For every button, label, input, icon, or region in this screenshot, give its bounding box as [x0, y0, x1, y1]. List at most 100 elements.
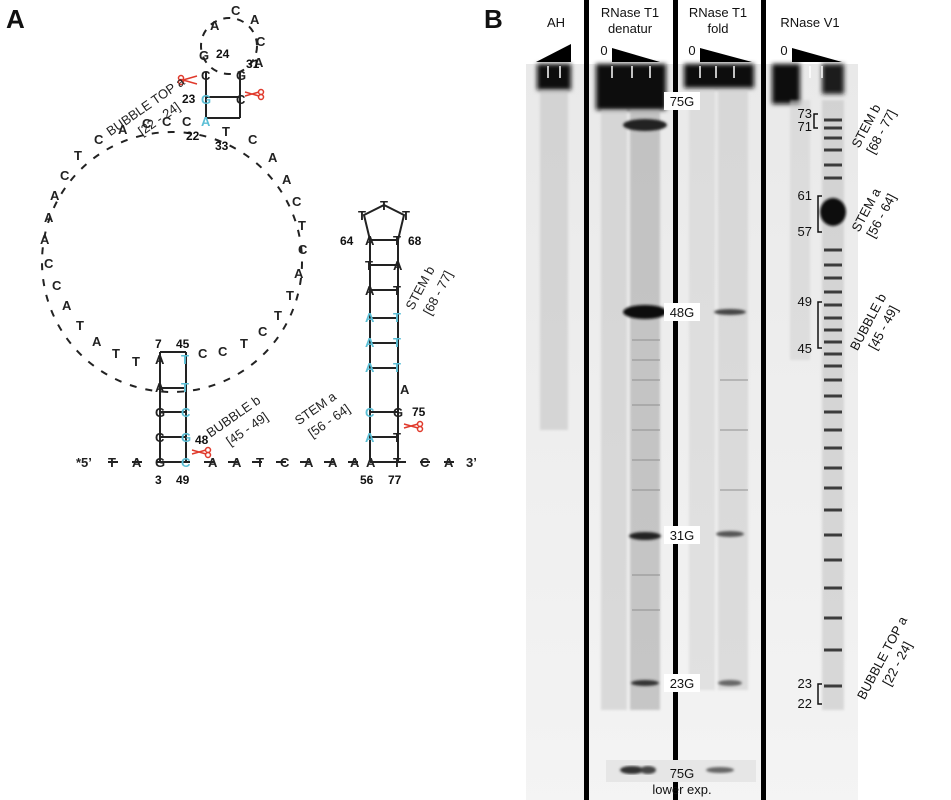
svg-text:T: T [108, 455, 116, 470]
num-24: 24 [216, 47, 230, 61]
v1-num-49: 49 [798, 294, 812, 309]
v1-brackets [813, 113, 822, 705]
svg-text:G: G [201, 92, 211, 107]
svg-text:C: C [218, 344, 228, 359]
svg-text:C: C [44, 256, 54, 271]
three-prime-end: 3’ [466, 455, 477, 470]
num-3: 3 [155, 473, 162, 487]
svg-text:G: G [393, 405, 403, 420]
gel-lanes [540, 90, 844, 710]
panel-b: B [484, 0, 915, 800]
svg-text:T: T [132, 354, 140, 369]
svg-text:A: A [365, 360, 375, 375]
svg-text:A: A [350, 455, 360, 470]
v1-num-57: 57 [798, 224, 812, 239]
svg-text:T: T [393, 455, 401, 470]
svg-text:A: A [365, 283, 375, 298]
svg-text:C: C [198, 346, 208, 361]
five-prime-end: *5’ [76, 455, 92, 470]
svg-text:T: T [240, 336, 248, 351]
v1-position-numbers: 73 71 61 57 49 45 23 22 [798, 106, 812, 711]
svg-text:T: T [298, 218, 306, 233]
num-68: 68 [408, 234, 422, 248]
svg-text:C: C [236, 92, 246, 107]
svg-text:A: A [50, 188, 60, 203]
svg-text:G: G [181, 430, 191, 445]
svg-text:C: C [420, 455, 430, 470]
num-23: 23 [182, 92, 196, 106]
v1-num-61: 61 [798, 188, 812, 203]
svg-text:T: T [402, 208, 410, 223]
label-stem-b: STEM b [68 - 77] [402, 264, 455, 318]
lane-ticks [547, 66, 823, 78]
svg-text:A: A [304, 455, 314, 470]
gel-strong-bands [623, 119, 846, 686]
svg-text:A: A [92, 334, 102, 349]
svg-text:C: C [162, 114, 172, 129]
svg-text:A: A [268, 150, 278, 165]
svg-text:G: G [236, 68, 246, 83]
svg-text:C: C [181, 405, 191, 420]
svg-text:A: A [62, 298, 72, 313]
svg-text:A: A [365, 335, 375, 350]
num-77: 77 [388, 473, 402, 487]
svg-text:A: A [132, 455, 142, 470]
svg-text:C: C [365, 405, 375, 420]
nucleotide-numbers: 24 31 23 22 33 7 45 48 3 49 64 68 75 56 … [155, 47, 426, 487]
num-31: 31 [246, 57, 260, 71]
num-7: 7 [155, 337, 162, 351]
lane-title-v1: RNase V1 [780, 15, 839, 30]
num-45: 45 [176, 337, 190, 351]
zero-label: 0 [600, 43, 607, 58]
band-labels: 75G 48G 31G 23G [664, 92, 700, 692]
rna-nucleotides: A C A C G A C G G C A T C C C A C T C A … [40, 3, 454, 470]
label-bubble-b: BUBBLE b [45 - 49] [204, 392, 271, 448]
svg-text:A: A [155, 380, 165, 395]
svg-text:C: C [142, 116, 152, 131]
svg-text:C: C [201, 68, 211, 83]
inset-label-75g: 75G [670, 766, 695, 781]
num-33: 33 [215, 139, 229, 153]
v1-num-22: 22 [798, 696, 812, 711]
svg-text:A: A [328, 455, 338, 470]
svg-text:A: A [118, 122, 128, 137]
svg-text:T: T [76, 318, 84, 333]
panel-a-label: A [6, 4, 25, 34]
num-48: 48 [195, 433, 209, 447]
num-22: 22 [186, 129, 200, 143]
svg-text:C: C [298, 242, 308, 257]
svg-text:A: A [366, 455, 376, 470]
svg-text:C: C [94, 132, 104, 147]
svg-text:A: A [365, 233, 375, 248]
band-label-75g: 75G [670, 94, 695, 109]
zero-label: 0 [688, 43, 695, 58]
svg-text:T: T [393, 310, 401, 325]
svg-text:T: T [358, 208, 366, 223]
gradient-triangles [536, 44, 842, 62]
rna-backbone [41, 17, 460, 463]
svg-text:A: A [254, 55, 264, 70]
svg-text:C: C [181, 455, 191, 470]
svg-text:T: T [274, 308, 282, 323]
num-64: 64 [340, 234, 354, 248]
svg-text:C: C [182, 114, 192, 129]
gel-wells [537, 64, 844, 110]
svg-text:T: T [74, 148, 82, 163]
svg-text:T: T [181, 380, 189, 395]
svg-text:G: G [199, 48, 209, 63]
lane-headers: AH RNase T1 denatur RNase T1 fold RNase … [547, 5, 840, 58]
panel-a: A [6, 3, 477, 487]
num-75: 75 [412, 405, 426, 419]
zero-label: 0 [780, 43, 787, 58]
svg-text:C: C [155, 430, 165, 445]
svg-text:C: C [52, 278, 62, 293]
num-56: 56 [360, 473, 374, 487]
v1-num-23: 23 [798, 676, 812, 691]
svg-text:T: T [393, 283, 401, 298]
band-label-48g: 48G [670, 305, 695, 320]
svg-text:T: T [222, 124, 230, 139]
svg-text:A: A [400, 382, 410, 397]
svg-text:C: C [248, 132, 258, 147]
svg-text:A: A [294, 266, 304, 281]
gel-faint-bands [632, 339, 748, 611]
